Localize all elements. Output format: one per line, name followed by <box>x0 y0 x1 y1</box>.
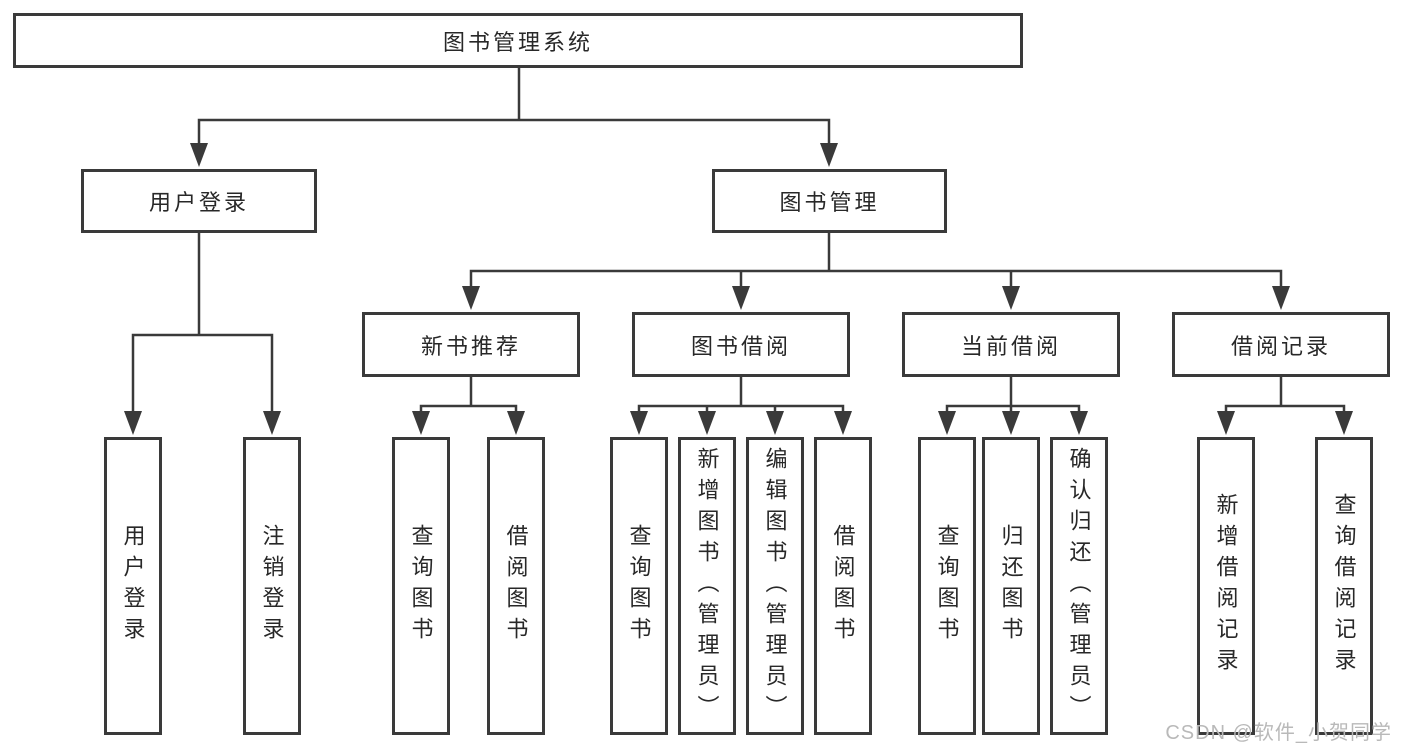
node-label: 图书管理系统 <box>442 29 593 55</box>
node-label: 用户登录 <box>120 524 146 648</box>
leaf-edit-books-admin: 编辑图书（管理员） <box>746 437 804 735</box>
node-label: 新增借阅记录 <box>1213 493 1239 679</box>
csdn-watermark: CSDN @软件_小贺同学 <box>1165 722 1392 744</box>
node-label: 查询图书 <box>934 524 960 648</box>
node-library-management-system: 图书管理系统 <box>13 13 1023 68</box>
node-label: 查询借阅记录 <box>1331 493 1357 679</box>
node-book-borrowing: 图书借阅 <box>632 312 850 377</box>
node-label: 编辑图书（管理员） <box>762 446 788 726</box>
node-label: 当前借阅 <box>960 333 1061 359</box>
node-new-book-recommendation: 新书推荐 <box>362 312 580 377</box>
arrowheads <box>124 143 1353 435</box>
node-current-borrowing: 当前借阅 <box>902 312 1120 377</box>
leaf-query-books-recommend: 查询图书 <box>392 437 450 735</box>
leaf-logout: 注销登录 <box>243 437 301 735</box>
leaf-borrow-books-recommend: 借阅图书 <box>487 437 545 735</box>
node-label: 图书借阅 <box>690 333 791 359</box>
leaf-query-borrow-record: 查询借阅记录 <box>1315 437 1373 735</box>
node-label: 新书推荐 <box>420 333 521 359</box>
node-book-management: 图书管理 <box>712 169 947 233</box>
node-label: 确认归还（管理员） <box>1066 446 1092 726</box>
leaf-query-books-current: 查询图书 <box>918 437 976 735</box>
leaf-add-books-admin: 新增图书（管理员） <box>678 437 736 735</box>
node-label: 借阅图书 <box>830 524 856 648</box>
node-label: 新增图书（管理员） <box>694 446 720 726</box>
node-label: 用户登录 <box>148 190 249 215</box>
node-user-login: 用户登录 <box>81 169 317 233</box>
leaf-confirm-return-admin: 确认归还（管理员） <box>1050 437 1108 735</box>
node-label: 查询图书 <box>626 524 652 648</box>
leaf-add-borrow-record: 新增借阅记录 <box>1197 437 1255 735</box>
leaf-borrow-books: 借阅图书 <box>814 437 872 735</box>
node-borrowing-records: 借阅记录 <box>1172 312 1390 377</box>
node-label: 查询图书 <box>408 524 434 648</box>
leaf-return-books: 归还图书 <box>982 437 1040 735</box>
node-label: 借阅图书 <box>503 524 529 648</box>
node-label: 借阅记录 <box>1230 333 1331 359</box>
leaf-query-books-borrow: 查询图书 <box>610 437 668 735</box>
node-label: 注销登录 <box>259 524 285 648</box>
node-label: 图书管理 <box>779 190 880 215</box>
node-label: 归还图书 <box>998 524 1024 648</box>
leaf-user-login: 用户登录 <box>104 437 162 735</box>
